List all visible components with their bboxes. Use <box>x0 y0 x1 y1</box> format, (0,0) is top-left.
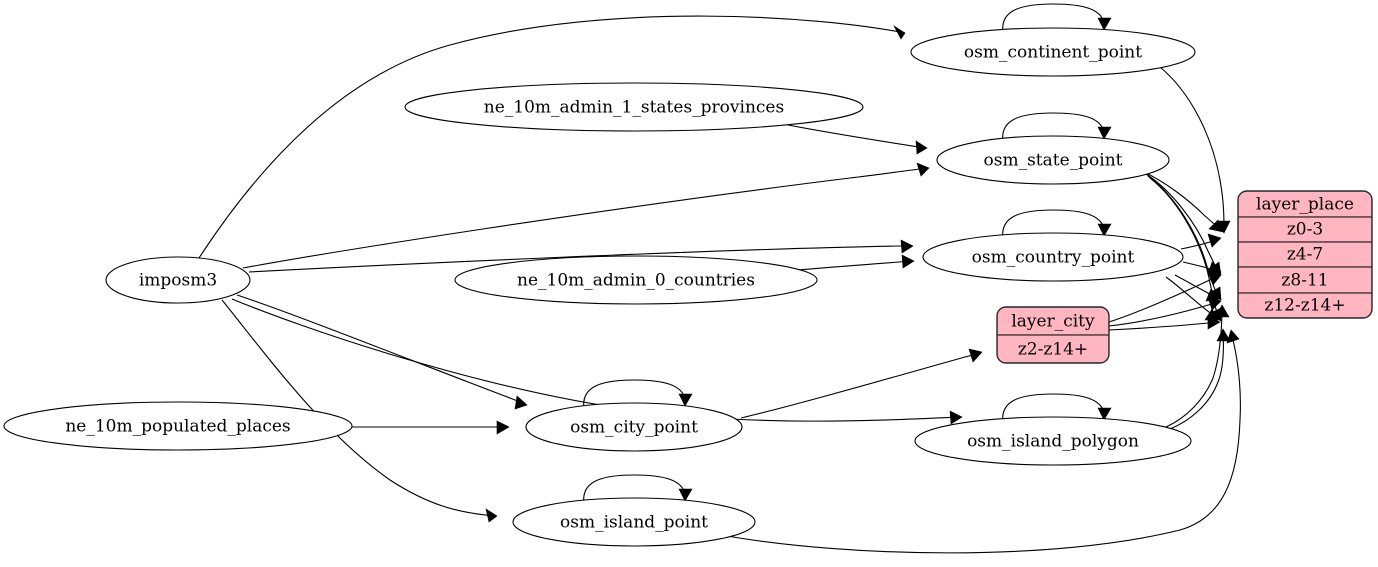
edge-osm_country_point-to-layer_place-z0 <box>1180 233 1222 250</box>
node-ne_populated-label: ne_10m_populated_places <box>65 417 290 437</box>
edge-osm_continent_point-to-layer_place-z0 <box>1159 66 1231 234</box>
layer_place-z12-label: z12-z14+ <box>1264 296 1345 316</box>
edge-selfloop-osm_continent_point <box>1002 3 1112 34</box>
node-osm_continent_point-label: osm_continent_point <box>964 43 1142 63</box>
node-layer_place[interactable]: layer_place z0-3 z4-7 z8-11 z12-z14+ <box>1237 190 1373 319</box>
edge-osm_island_polygon-to-layer_place-z8 <box>1165 304 1230 428</box>
node-ne_10m_populated_places[interactable]: ne_10m_populated_places <box>3 401 353 451</box>
edge-imposm3-to-osm_city_point <box>236 294 528 410</box>
edge-layer_city-to-layer_place-z4 <box>1108 271 1222 323</box>
layer_place-title-label: layer_place <box>1256 195 1354 215</box>
node-osm_state_point-label: osm_state_point <box>984 151 1123 171</box>
edge-layer <box>198 3 1241 554</box>
layer_place-z4-label: z4-7 <box>1287 245 1323 265</box>
node-layer_city[interactable]: layer_city z2-z14+ <box>996 306 1110 364</box>
layer_city-z2-label: z2-z14+ <box>1018 340 1088 360</box>
edge-selfloop-osm_island_point <box>583 474 693 505</box>
node-imposm3-label: imposm3 <box>139 271 217 291</box>
layer_place-outline <box>1237 190 1373 319</box>
node-ne_10m_admin_1_states_provinces[interactable]: ne_10m_admin_1_states_provinces <box>404 82 864 132</box>
edge-osm_country_point-to-layer_place-z4 <box>1182 261 1222 276</box>
edge-layer_city-to-layer_place-z12 <box>1108 315 1221 331</box>
node-ne_countries-label: ne_10m_admin_0_countries <box>517 271 755 291</box>
node-osm_city_point-label: osm_city_point <box>570 418 698 438</box>
edge-imposm3-to-osm_state_point <box>242 162 930 269</box>
edge-osm_state_point-to-layer_place-z0 <box>1143 171 1224 233</box>
edge-imposm3-to-osm_country_point <box>248 239 914 273</box>
layer_place-z0-label: z0-3 <box>1287 220 1323 240</box>
layer_place-row-z12[interactable] <box>1238 292 1372 318</box>
node-ne_10m_admin_0_countries[interactable]: ne_10m_admin_0_countries <box>454 255 818 305</box>
node-layer: imposm3 ne_10m_admin_1_states_provinces … <box>3 27 1196 547</box>
node-osm_country_point[interactable]: osm_country_point <box>922 232 1184 282</box>
node-osm_city_point[interactable]: osm_city_point <box>525 402 743 452</box>
layer_city-outline <box>996 306 1110 364</box>
edge-layer_city-to-layer_place-z8 <box>1108 296 1222 327</box>
node-osm_country_point-label: osm_country_point <box>972 248 1135 268</box>
edge-selfloop-osm_country_point <box>1002 209 1112 240</box>
node-ne_states-label: ne_10m_admin_1_states_provinces <box>484 98 784 118</box>
node-osm_continent_point[interactable]: osm_continent_point <box>910 27 1196 77</box>
node-osm_island_polygon[interactable]: osm_island_polygon <box>914 416 1192 466</box>
edge-ne_states-to-osm_state_point <box>787 124 928 155</box>
edge-ne_countries-to-osm_country_point <box>785 254 915 272</box>
node-imposm3[interactable]: imposm3 <box>105 256 251 304</box>
edge-imposm3-to-osm_continent_point <box>198 15 906 259</box>
node-osm_island_polygon-label: osm_island_polygon <box>967 432 1139 452</box>
layer_city-title-label: layer_city <box>1011 312 1095 332</box>
layer_city-row-z2[interactable] <box>997 334 1109 363</box>
edge-imposm3-to-osm_island_point <box>221 299 498 523</box>
node-osm_island_point[interactable]: osm_island_point <box>512 497 756 547</box>
edge-osm_island_polygon-to-layer_place-z12 <box>1169 328 1231 430</box>
layer_place-z8-label: z8-11 <box>1281 271 1328 291</box>
node-osm_state_point[interactable]: osm_state_point <box>936 135 1170 185</box>
edge-ne_populated-to-osm_city_point <box>352 420 510 435</box>
edge-selfloop-osm_city_point <box>583 379 693 410</box>
edge-selfloop-osm_state_point <box>1002 112 1112 143</box>
edge-osm_city_point-to-layer_city-z2 <box>740 348 983 419</box>
node-osm_island_point-label: osm_island_point <box>560 513 708 533</box>
layer_place-row-z4[interactable] <box>1238 241 1372 268</box>
record-layer: layer_city z2-z14+ layer_place z0-3 z4-7… <box>996 190 1373 364</box>
edge-selfloop-osm_island_polygon <box>1002 393 1112 424</box>
edge-osm_island_point-to-layer_place-z12 <box>726 329 1241 554</box>
